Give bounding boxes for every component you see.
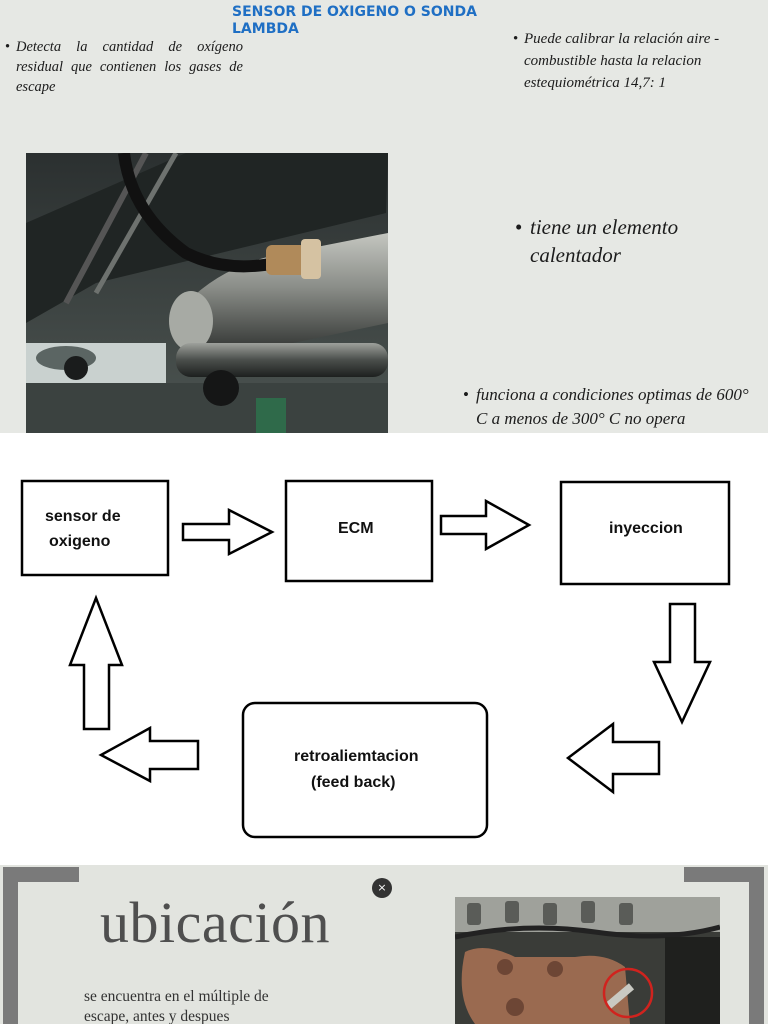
arrow-to-feedback [565, 721, 661, 795]
bullet-calentador: • tiene un elemento calentador [515, 213, 755, 269]
inyeccion-label: inyeccion [609, 520, 683, 537]
arrow-up-to-sensor [68, 594, 124, 731]
arrow-sensor-to-ecm [181, 507, 275, 557]
bullet-marker: • [513, 31, 519, 47]
flow-diagram-svg: sensor de oxigeno ECM inyeccion retroali… [20, 479, 731, 839]
frame-corner-left [3, 867, 79, 1024]
exhaust-sensor-photo [26, 153, 388, 433]
slide-title: SENSOR DE OXIGENO O SONDA LAMBDA [232, 4, 477, 37]
bullet-marker: • [515, 215, 523, 239]
bullet-marker: • [463, 385, 469, 404]
sensor-label-line1: sensor de [45, 508, 121, 525]
bullet-text: Puede calibrar la relación aire - combus… [524, 31, 720, 91]
ubicacion-heading: ubicación [100, 890, 330, 955]
sensor-label-line2: oxigeno [49, 533, 111, 550]
feedback-label-line1: retroaliemtacion [294, 748, 418, 765]
arrow-feedback-left [98, 725, 200, 784]
slide-ubicacion: ubicación se encuentra en el múltiple de… [0, 865, 768, 1024]
ubicacion-body: se encuentra en el múltiple de escape, a… [84, 988, 269, 1024]
bullet-marker: • [5, 39, 11, 55]
feedback-label-line2: (feed back) [311, 774, 395, 791]
exhaust-manifold-photo [455, 897, 720, 1024]
bullet-condiciones: • funciona a condiciones optimas de 600°… [463, 383, 763, 431]
slide-oxygen-sensor: SENSOR DE OXIGENO O SONDA LAMBDA • Detec… [0, 0, 768, 433]
feedback-loop-diagram: sensor de oxigeno ECM inyeccion retroali… [0, 433, 768, 865]
bullet-text: tiene un elemento calentador [530, 215, 679, 267]
box-sensor [20, 479, 170, 577]
frame-corner-right [684, 867, 764, 1024]
arrow-inyeccion-down [652, 602, 712, 725]
arrow-ecm-to-inyeccion [439, 498, 532, 552]
ecm-label: ECM [338, 520, 374, 537]
box-inyeccion [559, 480, 731, 586]
bullet-detecta: • Detecta la cantidad de oxígeno residua… [5, 37, 243, 97]
box-ecm [284, 479, 434, 583]
bullet-text: funciona a condiciones optimas de 600° C… [476, 385, 749, 428]
bullet-calibrar: • Puede calibrar la relación aire - comb… [513, 28, 763, 94]
close-icon[interactable]: × [372, 878, 392, 898]
box-feedback [241, 701, 489, 839]
bullet-text: Detecta la cantidad de oxígeno residual … [16, 39, 243, 95]
